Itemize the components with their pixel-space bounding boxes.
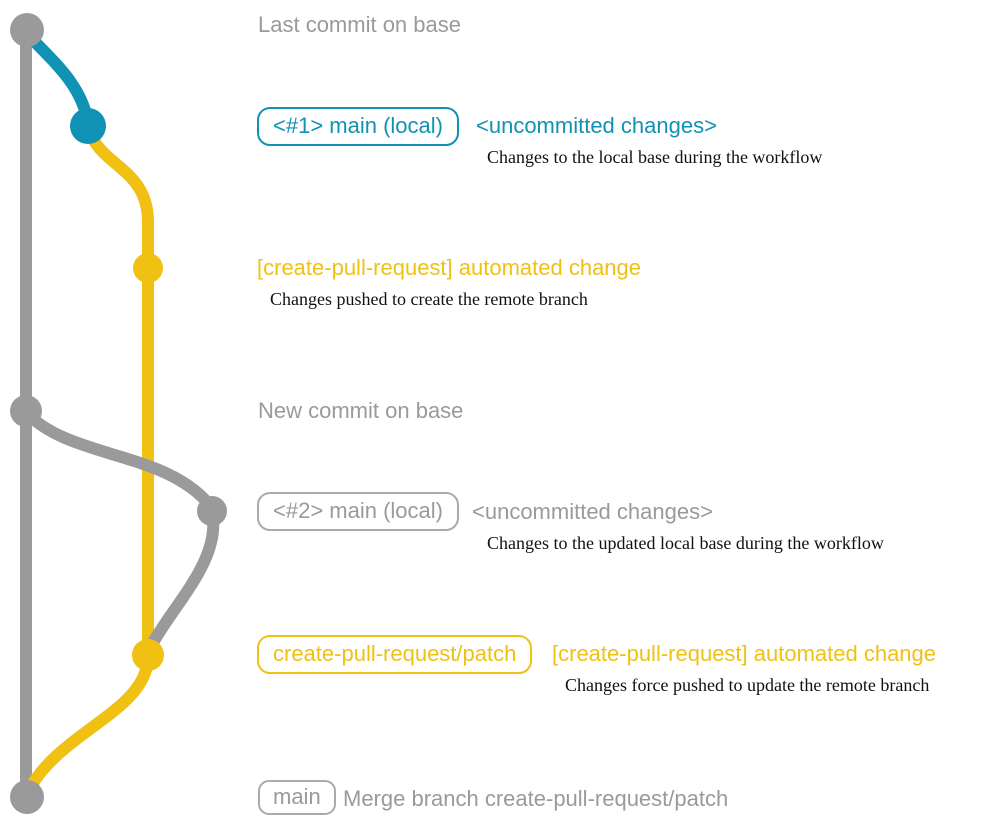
badge-main-local-1: <#1> main (local): [257, 107, 459, 146]
label-uncommitted-changes-2: <uncommitted changes>: [472, 499, 713, 524]
desc-changes-pushed: Changes pushed to create the remote bran…: [270, 289, 588, 309]
patch-branch-line: [83, 123, 154, 661]
label-last-commit-on-base: Last commit on base: [258, 12, 461, 37]
label-automated-change-2: [create-pull-request] automated change: [552, 641, 937, 666]
desc-changes-force-pushed: Changes force pushed to update the remot…: [565, 675, 930, 695]
updated-main-branch-curve: [20, 406, 218, 514]
local-main-branch-curve: [21, 27, 94, 128]
desc-local-base-changes: Changes to the local base during the wor…: [487, 147, 823, 167]
commit-node-last-base: [10, 13, 44, 47]
commit-node-automated-change-1: [133, 253, 163, 283]
desc-updated-local-base-changes: Changes to the updated local base during…: [487, 533, 884, 553]
label-new-commit-on-base: New commit on base: [258, 398, 464, 423]
updated-main-to-patch-curve: [144, 506, 220, 654]
badge-main-local-2: <#2> main (local): [257, 492, 459, 531]
badge-create-pull-request-patch: create-pull-request/patch: [257, 635, 533, 674]
commit-node-automated-change-2: [132, 639, 164, 671]
patch-merge-curve: [22, 652, 154, 798]
commit-node-merge: [10, 780, 44, 814]
commit-node-local-main-2: [197, 496, 227, 526]
badge-main: main: [258, 780, 336, 815]
commit-graph: [10, 13, 227, 814]
commit-node-local-main-1: [70, 108, 106, 144]
label-merge-branch: Merge branch create-pull-request/patch: [343, 786, 729, 811]
commit-node-new-base: [10, 395, 42, 427]
label-automated-change-1: [create-pull-request] automated change: [257, 255, 642, 280]
label-uncommitted-changes-1: <uncommitted changes>: [476, 113, 717, 138]
